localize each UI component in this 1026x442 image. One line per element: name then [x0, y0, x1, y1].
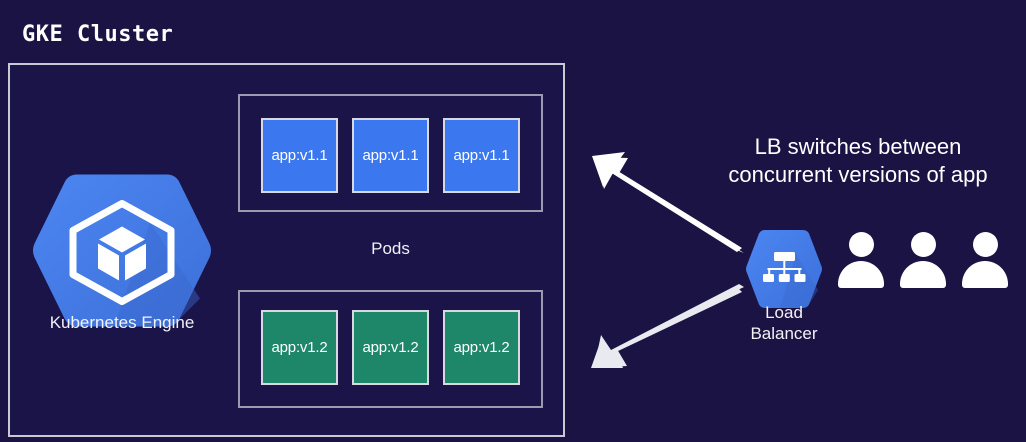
pods-label: Pods	[371, 239, 410, 258]
pod-box[interactable]: app:v1.2	[352, 310, 429, 385]
user-icon	[838, 232, 884, 288]
load-balancer-label-line-1: Load	[765, 303, 803, 322]
pod-box[interactable]: app:v1.2	[443, 310, 520, 385]
callout-text: LB switches between concurrent versions …	[690, 133, 1026, 189]
pod-group-v11	[238, 94, 543, 212]
callout-line-1: LB switches between	[754, 134, 962, 159]
kubernetes-engine-node: Kubernetes Engine	[32, 153, 212, 348]
user-body	[962, 261, 1008, 288]
user-icon	[962, 232, 1008, 288]
user-head	[911, 232, 936, 257]
user-body	[838, 261, 884, 288]
pod-box[interactable]: app:v1.1	[443, 118, 520, 193]
kubernetes-engine-label: Kubernetes Engine	[49, 313, 195, 332]
users-group	[838, 232, 1008, 288]
kubernetes-engine-hexagon-icon	[32, 153, 212, 348]
pod-box[interactable]: app:v1.1	[261, 118, 338, 193]
user-head	[973, 232, 998, 257]
pod-box[interactable]: app:v1.2	[261, 310, 338, 385]
page-title: GKE Cluster	[22, 22, 174, 47]
user-icon	[900, 232, 946, 288]
load-balancer-label: Load Balancer	[716, 302, 852, 344]
load-balancer-node: Load Balancer	[746, 228, 822, 343]
user-head	[849, 232, 874, 257]
load-balancer-hexagon-icon	[746, 228, 822, 310]
callout-line-2: concurrent versions of app	[728, 162, 988, 187]
user-body	[900, 261, 946, 288]
load-balancer-label-line-2: Balancer	[750, 324, 818, 343]
pod-box[interactable]: app:v1.1	[352, 118, 429, 193]
pod-group-v12	[238, 290, 543, 408]
